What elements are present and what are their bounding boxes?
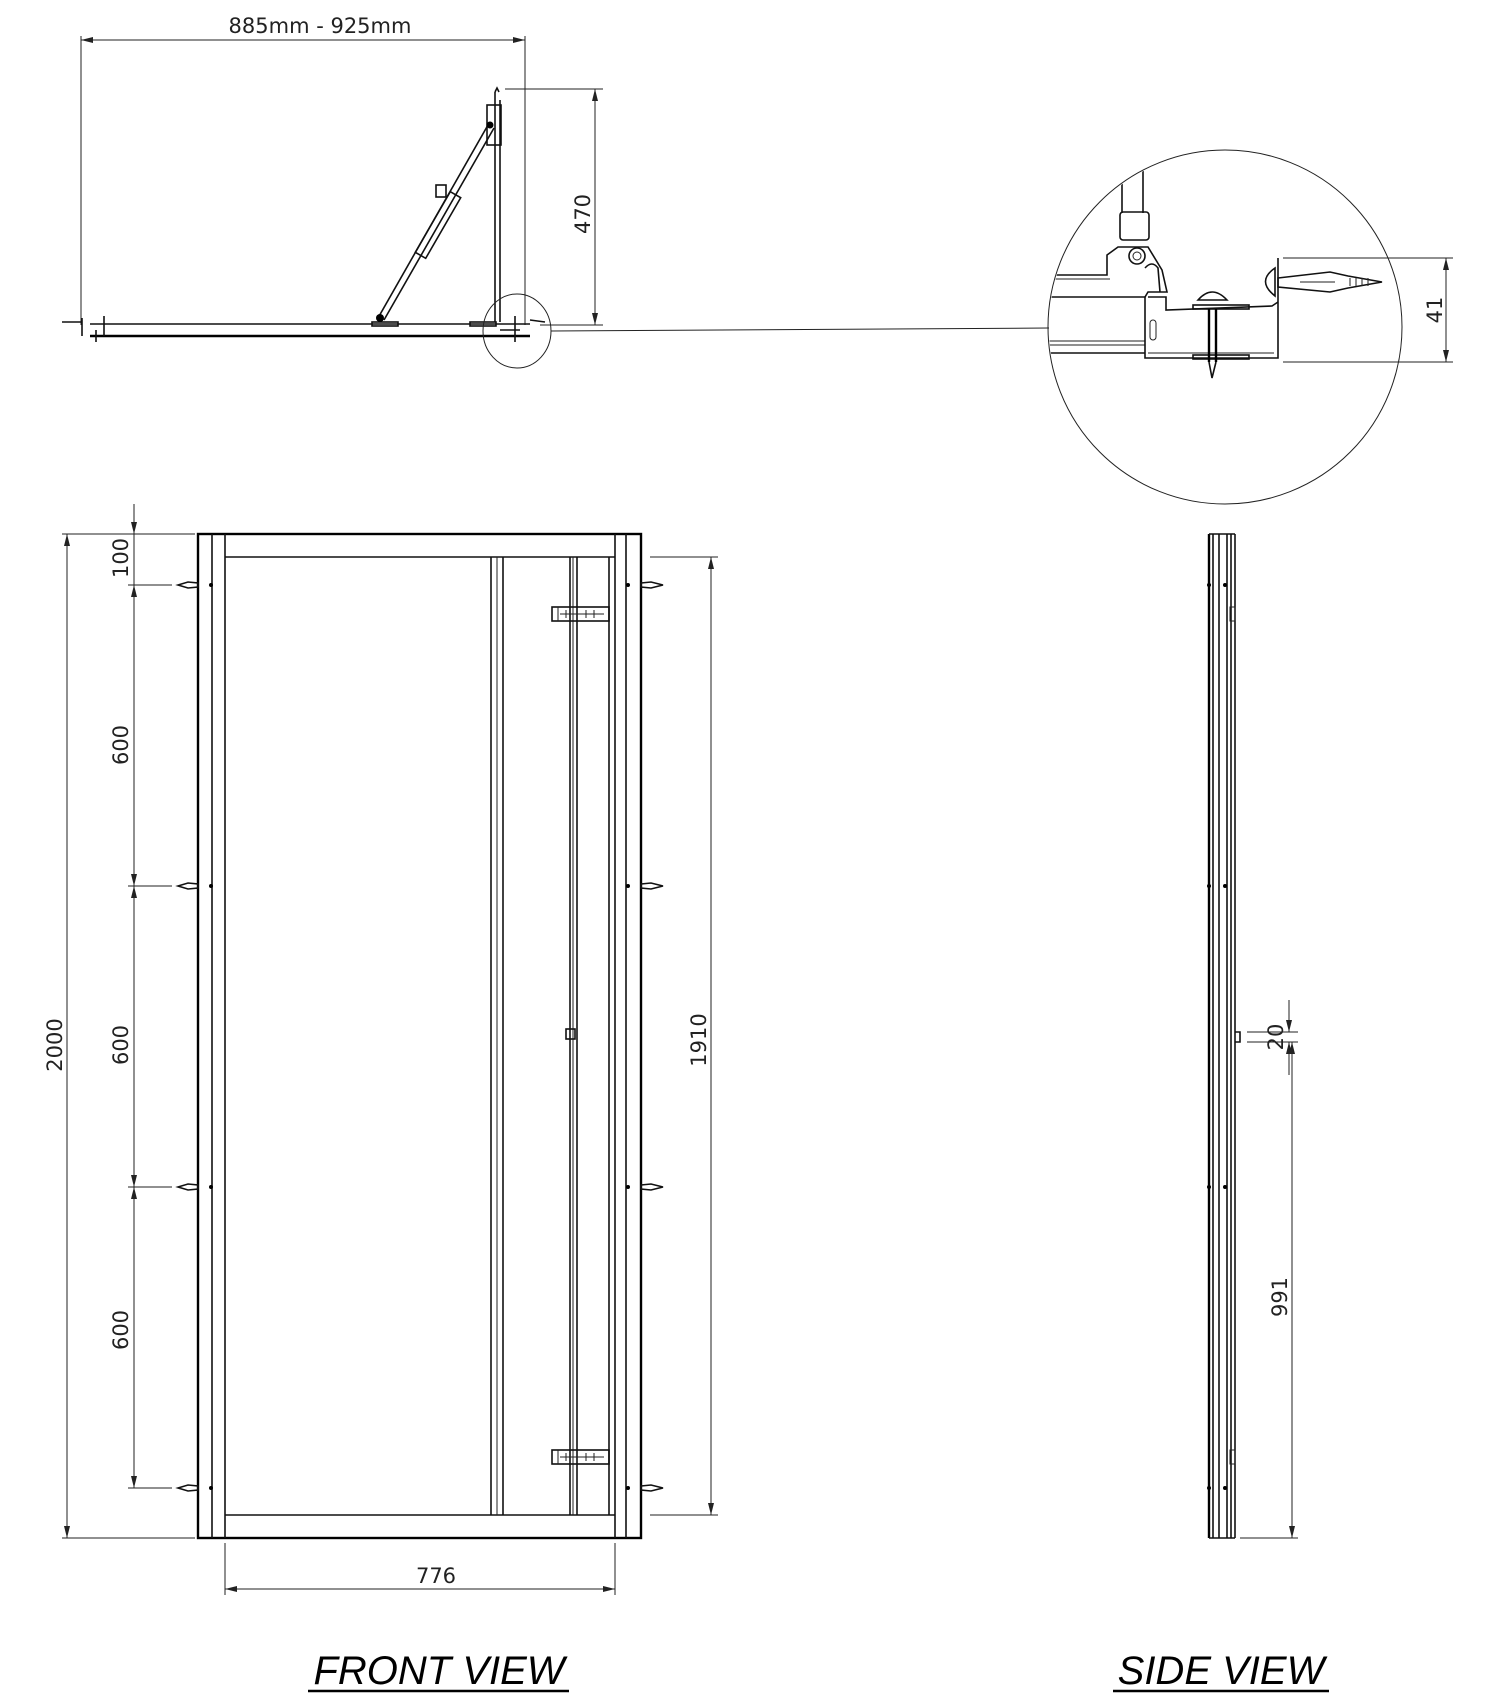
fixing-hole [626,583,630,587]
extension-lines [128,584,172,1489]
fixing-pin-left [175,1484,199,1492]
top-offset-label: 100 [109,538,133,578]
latch [1235,1031,1241,1043]
detail-callout-circle [482,293,552,369]
side-view-title: SIDE VIEW [1118,1649,1328,1693]
side-fixing-point [1223,1185,1227,1189]
spacing-label-3: 600 [109,1310,133,1350]
latch-offset-label: 991 [1268,1277,1292,1317]
fixing-pin-right [640,1484,664,1492]
side-frame [1207,533,1236,1539]
fixing-hole [209,1185,213,1189]
side-fixing-points [1207,583,1227,1490]
fixing-pins [175,581,664,1492]
latch [565,1028,576,1040]
detail-view: 41 [1047,149,1453,505]
door-frame [196,532,643,1540]
base-rail [62,316,546,342]
detail-leader-line [550,327,1050,332]
fixing-pin-left [175,1183,199,1191]
side-fixing-point [1207,583,1211,587]
front-view: 2000 100 600 600 600 1910 776 FRONT VIEW [43,504,718,1693]
fixing-pin-left [175,581,199,589]
top-view: 885mm - 925mm [62,14,1050,369]
side-view: 20 991 SIDE VIEW [1113,533,1329,1693]
front-view-title: FRONT VIEW [313,1649,567,1693]
fixing-hole [209,1486,213,1490]
width-dimension-label: 885mm - 925mm [229,14,412,38]
height-dimension-label: 470 [571,194,595,234]
fixing-pin-right [640,1183,664,1191]
spacing-label-2: 600 [109,1025,133,1065]
detail-circle [1047,149,1403,505]
fixing-hole [209,583,213,587]
fixing-hole [626,1486,630,1490]
fixing-pin-left [175,882,199,890]
detail-dimension-label: 41 [1423,297,1447,324]
latch-height-label: 20 [1264,1024,1288,1051]
side-fixing-point [1207,884,1211,888]
fixing-hole [209,884,213,888]
side-fixing-point [1207,1185,1211,1189]
side-fixing-point [1207,1486,1211,1490]
fixing-pin-right [640,882,664,890]
side-fixing-point [1223,1486,1227,1490]
inner-width-label: 776 [416,1564,456,1588]
fixing-hole [626,884,630,888]
spacing-label-1: 600 [109,725,133,765]
hinge-top [551,606,610,622]
inner-height-label: 1910 [687,1013,711,1066]
hinge-bottom [551,1449,610,1465]
side-fixing-point [1223,583,1227,587]
fixing-pin-right [640,581,664,589]
fixing-hole [626,1185,630,1189]
overall-height-label: 2000 [43,1018,67,1071]
side-fixing-point [1223,884,1227,888]
diagonal-brace [376,121,495,322]
